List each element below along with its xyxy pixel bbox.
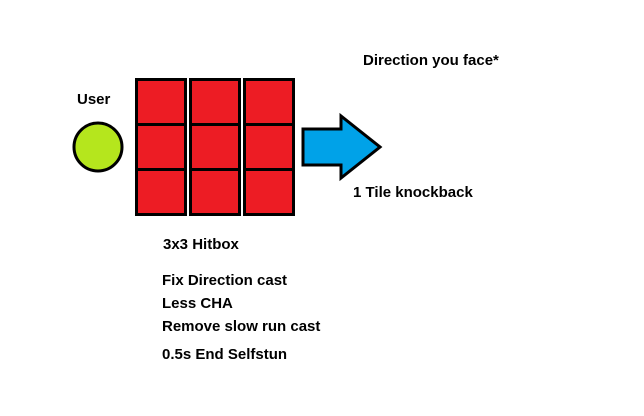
hitbox-cell [135, 168, 187, 216]
hitbox-cell [189, 168, 241, 216]
hitbox-cell [135, 123, 187, 171]
hitbox-label: 3x3 Hitbox [163, 236, 239, 253]
user-icon [72, 121, 124, 173]
direction-label: Direction you face* [363, 52, 499, 69]
hitbox-cell [189, 78, 241, 126]
note-less-cha: Less CHA [162, 295, 233, 312]
hitbox-cell [243, 123, 295, 171]
hitbox-cell [189, 123, 241, 171]
knockback-label: 1 Tile knockback [353, 184, 473, 201]
note-remove-slow-run: Remove slow run cast [162, 318, 321, 335]
user-label: User [77, 91, 111, 108]
note-end-selfstun: 0.5s End Selfstun [162, 346, 288, 363]
hitbox-grid [135, 78, 296, 217]
hitbox-cell [243, 168, 295, 216]
right-arrow-icon [301, 112, 383, 182]
hitbox-cell [243, 78, 295, 126]
note-fix-direction: Fix Direction cast [162, 272, 288, 289]
hitbox-cell [135, 78, 187, 126]
